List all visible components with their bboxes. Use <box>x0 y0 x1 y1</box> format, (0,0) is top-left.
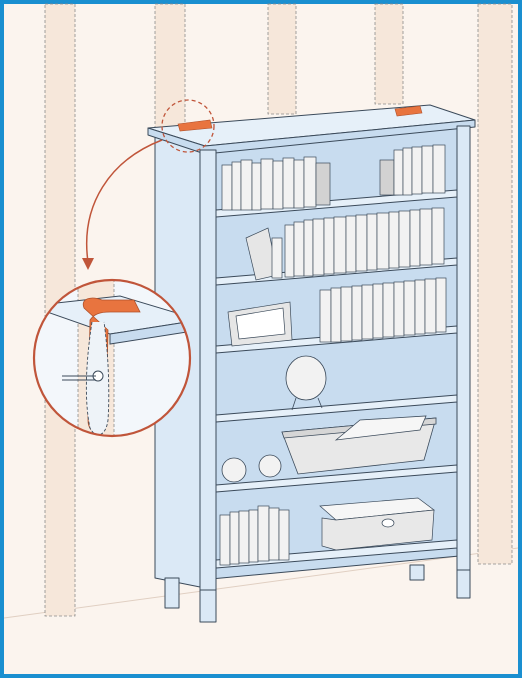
book <box>232 162 241 210</box>
book <box>377 213 389 269</box>
book <box>324 218 334 274</box>
book <box>239 511 249 563</box>
wall-stud <box>268 4 296 114</box>
shelf-left-stile <box>200 150 216 620</box>
ceramic-knob <box>222 458 246 482</box>
book <box>362 285 373 339</box>
book <box>241 160 252 210</box>
book <box>341 287 352 341</box>
book <box>220 515 230 565</box>
book <box>252 163 261 210</box>
shelf-leg <box>457 570 470 598</box>
shelf-right-stile <box>457 126 470 596</box>
book <box>367 214 377 270</box>
book <box>415 280 425 334</box>
book <box>316 163 330 205</box>
book <box>320 290 331 342</box>
wall-stud <box>155 4 185 134</box>
book <box>258 506 269 561</box>
book <box>269 508 279 560</box>
book <box>304 157 316 207</box>
book <box>346 216 356 272</box>
book <box>394 282 404 336</box>
book <box>279 510 289 560</box>
book <box>412 147 422 194</box>
shelf-leg <box>410 565 424 580</box>
book <box>404 281 415 335</box>
book <box>399 211 410 267</box>
wall-stud <box>478 4 512 564</box>
book <box>230 512 239 564</box>
book <box>272 238 282 278</box>
round-mirror <box>286 356 326 400</box>
wall-stud <box>375 4 403 104</box>
book <box>383 283 394 337</box>
shelf-leg <box>165 578 179 608</box>
book <box>420 209 432 265</box>
ceramic-knob <box>259 455 281 477</box>
book <box>261 159 273 209</box>
book <box>380 160 394 195</box>
book <box>373 284 383 338</box>
book <box>294 222 304 276</box>
book <box>403 148 412 195</box>
book <box>432 208 444 264</box>
book <box>410 210 420 266</box>
book <box>394 150 403 195</box>
book <box>436 278 446 332</box>
book <box>222 165 232 210</box>
book <box>249 510 258 562</box>
book <box>294 160 304 208</box>
book <box>283 158 294 208</box>
storage-box-knob <box>382 519 394 527</box>
book <box>313 219 324 275</box>
book <box>389 212 399 268</box>
book <box>334 217 346 273</box>
book <box>425 279 436 333</box>
book <box>356 215 367 271</box>
book <box>433 145 445 193</box>
book <box>352 286 362 340</box>
book <box>304 220 313 276</box>
shelf-leg <box>200 590 216 622</box>
book <box>422 146 433 193</box>
book <box>273 161 283 209</box>
book <box>285 225 294 277</box>
book <box>331 288 341 342</box>
